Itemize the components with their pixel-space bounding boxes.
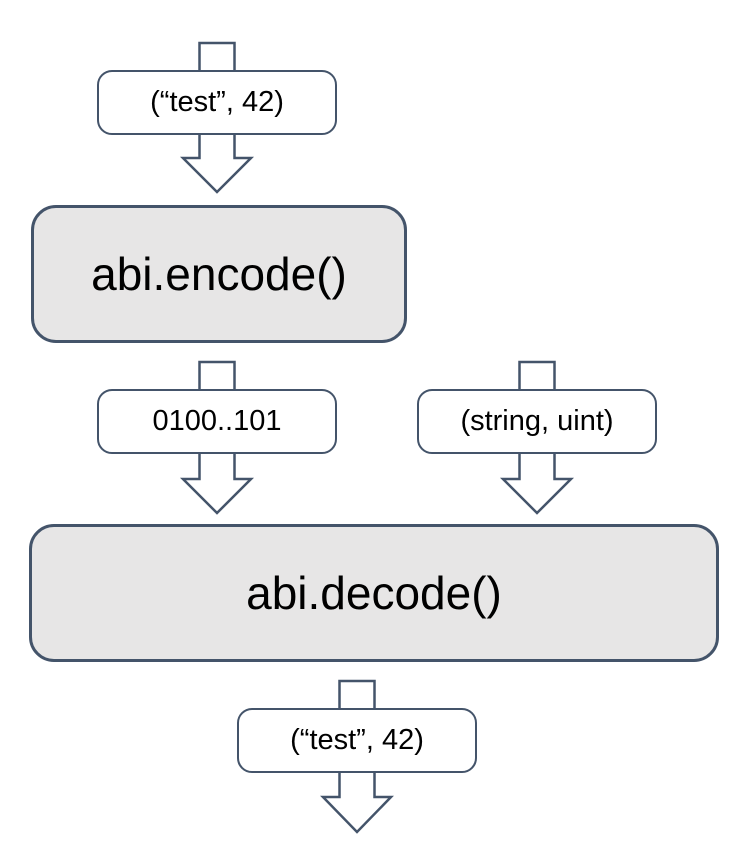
bytes-to-decode-down-arrow-icon [179,442,255,515]
type-tuple-pill: (string, uint) [417,389,657,454]
input-tuple-label: (“test”, 42) [150,86,284,118]
encode-function-label: abi.encode() [91,248,347,300]
output-down-arrow-icon [320,761,394,834]
encoded-bytes-label: 0100..101 [152,405,282,437]
decode-function-label: abi.decode() [246,567,502,619]
encoded-bytes-pill: 0100..101 [97,389,337,454]
encode-function-box: abi.encode() [31,205,407,343]
type-tuple-label: (string, uint) [460,405,614,437]
output-tuple-pill: (“test”, 42) [237,708,477,773]
input-to-encode-down-arrow-icon [179,123,255,194]
input-tuple-pill: (“test”, 42) [97,70,337,135]
encode-to-bytes-connector-shaft-icon [198,360,236,396]
decode-function-box: abi.decode() [29,524,719,662]
types-to-decode-down-arrow-icon [499,442,575,515]
output-tuple-label: (“test”, 42) [290,724,424,756]
